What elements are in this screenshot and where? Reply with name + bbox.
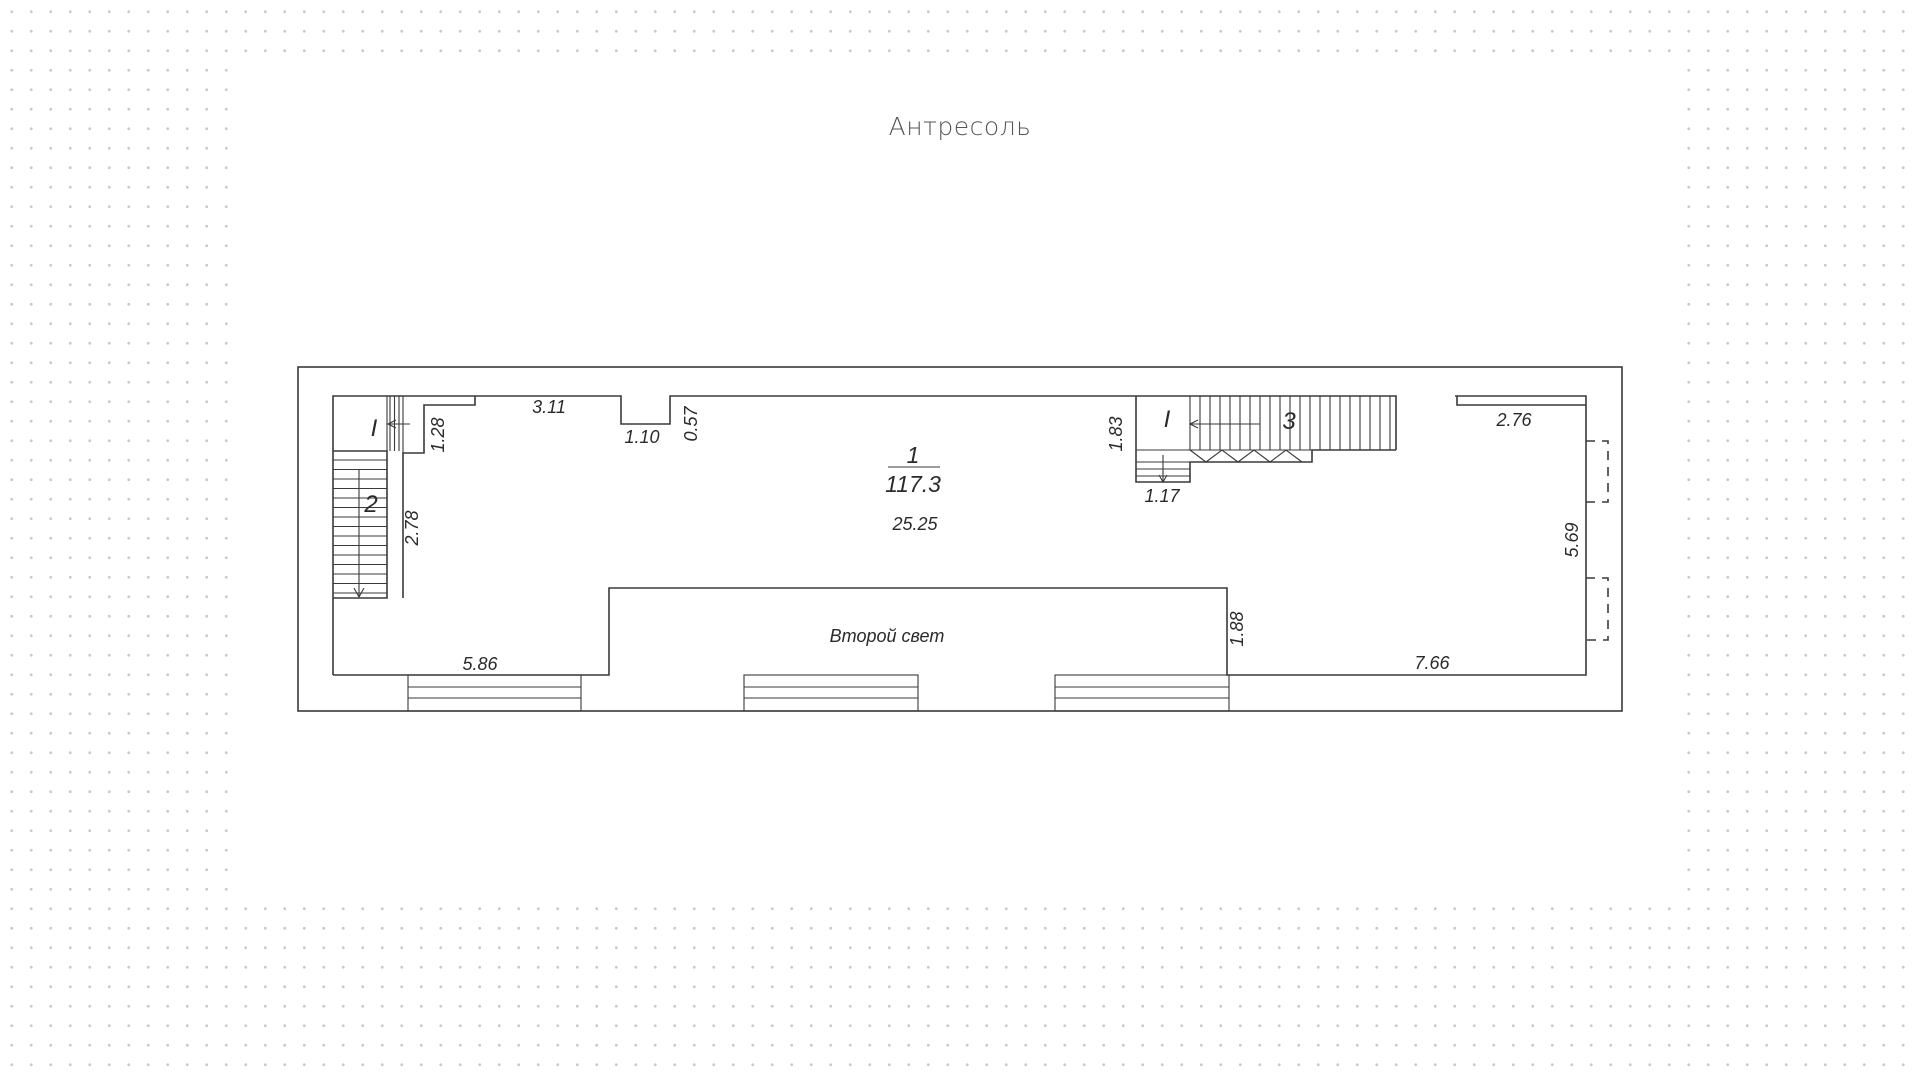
room-number: 1 (907, 442, 920, 468)
right-wall-door-upper (1586, 440, 1609, 503)
right-wall-door-lower (1586, 577, 1609, 641)
dim-right-wall: 5.69 (1562, 522, 1582, 557)
dim-right-stair-landing: 1.17 (1144, 486, 1180, 506)
dim-left-stair-offset: 1.28 (428, 417, 448, 452)
stair-3 (1135, 396, 1396, 484)
room-area: 117.3 (885, 471, 941, 497)
dim-bottom-left: 5.86 (462, 654, 498, 674)
dim-niche-depth: 0.57 (681, 406, 701, 442)
dim-void-depth: 1.88 (1227, 611, 1247, 646)
plan-background-panel (232, 60, 1686, 898)
room-length: 25.25 (891, 514, 938, 534)
dim-right-stair-height: 1.83 (1106, 416, 1126, 451)
stair-2-number: 2 (363, 491, 377, 518)
outer-wall-outline (297, 366, 1623, 712)
dim-bottom-right: 7.66 (1414, 653, 1450, 673)
plan-title: Антресоль (888, 112, 1032, 141)
dim-top-left-wall: 3.11 (532, 397, 566, 417)
inner-wall-outline (332, 395, 1587, 676)
right-section-mark: I (1164, 406, 1171, 433)
left-section-mark: I (371, 415, 378, 442)
dim-top-right-wall: 2.76 (1495, 410, 1532, 430)
dim-niche-width: 1.10 (624, 427, 659, 447)
stair-3-number: 3 (1282, 408, 1296, 435)
stair-2 (333, 396, 410, 599)
window-middle (743, 674, 919, 712)
dim-left-stair-length: 2.78 (402, 510, 422, 546)
window-left (407, 674, 582, 712)
second-light-label: Второй свет (830, 626, 945, 646)
window-right (1054, 674, 1230, 712)
